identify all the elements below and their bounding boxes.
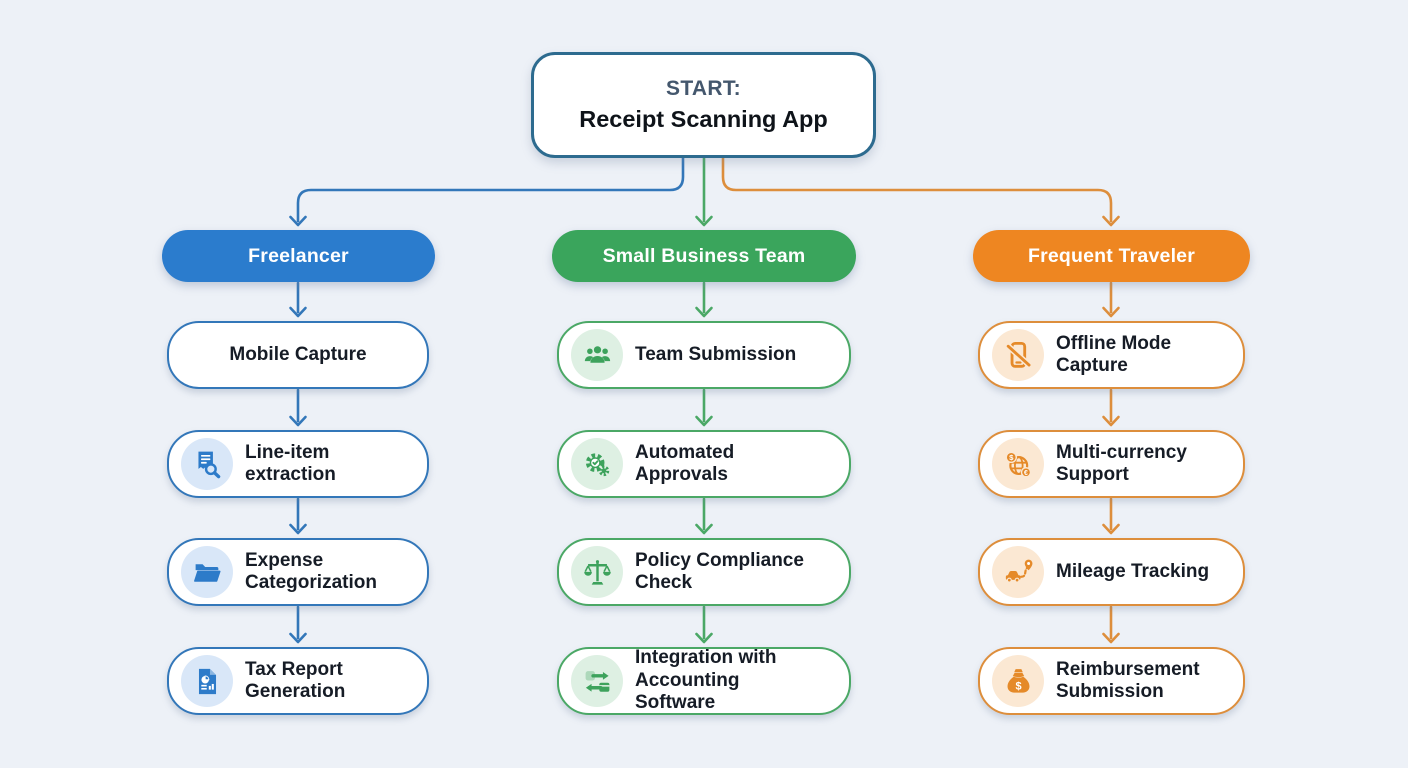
- header-freelancer: Freelancer: [162, 230, 435, 282]
- balance-scale-icon: [571, 546, 623, 598]
- phone-offline-icon: [992, 329, 1044, 381]
- node-label: Expense Categorization: [245, 549, 377, 593]
- node-multi-currency-support: $ € Multi-currency Support: [978, 430, 1245, 498]
- node-label: Reimbursement Submission: [1056, 658, 1200, 702]
- open-folder-icon: [181, 546, 233, 598]
- header-frequent-traveler: Frequent Traveler: [973, 230, 1250, 282]
- gear-check-icon: [571, 438, 623, 490]
- start-node: START: Receipt Scanning App: [531, 52, 876, 158]
- header-label: Small Business Team: [602, 244, 806, 267]
- header-small-business-team: Small Business Team: [552, 230, 856, 282]
- node-automated-approvals: Automated Approvals: [557, 430, 851, 498]
- node-offline-mode-capture: Offline Mode Capture: [978, 321, 1245, 389]
- start-label: START:: [666, 77, 741, 100]
- node-team-submission: Team Submission: [557, 321, 851, 389]
- node-label: Mobile Capture: [229, 343, 367, 365]
- node-label: Multi-currency Support: [1056, 441, 1187, 485]
- node-expense-categorization: Expense Categorization: [167, 538, 429, 606]
- start-title: Receipt Scanning App: [579, 106, 828, 132]
- node-integration-accounting-software: Integration with Accounting Software: [557, 647, 851, 715]
- node-label: Line-item extraction: [245, 441, 336, 485]
- header-label: Frequent Traveler: [1027, 244, 1196, 267]
- node-label: Integration with Accounting Software: [635, 647, 777, 714]
- node-label: Automated Approvals: [635, 441, 735, 485]
- report-document-icon: [181, 655, 233, 707]
- node-label: Offline Mode Capture: [1056, 332, 1172, 376]
- node-mobile-capture: Mobile Capture: [167, 321, 429, 389]
- team-people-icon: [571, 329, 623, 381]
- svg-text:$: $: [1009, 452, 1014, 461]
- globe-currency-icon: $ €: [992, 438, 1044, 490]
- node-tax-report-generation: Tax Report Generation: [167, 647, 429, 715]
- svg-text:$: $: [1015, 680, 1021, 692]
- node-label: Team Submission: [635, 343, 797, 365]
- receipt-magnifier-icon: [181, 438, 233, 490]
- node-label: Tax Report Generation: [245, 658, 346, 702]
- node-policy-compliance-check: Policy Compliance Check: [557, 538, 851, 606]
- car-route-icon: [992, 546, 1044, 598]
- node-mileage-tracking: Mileage Tracking: [978, 538, 1245, 606]
- node-label: Policy Compliance Check: [635, 549, 804, 593]
- sync-arrows-icon: [571, 655, 623, 707]
- node-line-item-extraction: Line-item extraction: [167, 430, 429, 498]
- money-bag-icon: $: [992, 655, 1044, 707]
- node-label: Mileage Tracking: [1056, 560, 1210, 582]
- node-reimbursement-submission: $ Reimbursement Submission: [978, 647, 1245, 715]
- svg-text:€: €: [1024, 469, 1028, 476]
- header-label: Freelancer: [248, 244, 349, 267]
